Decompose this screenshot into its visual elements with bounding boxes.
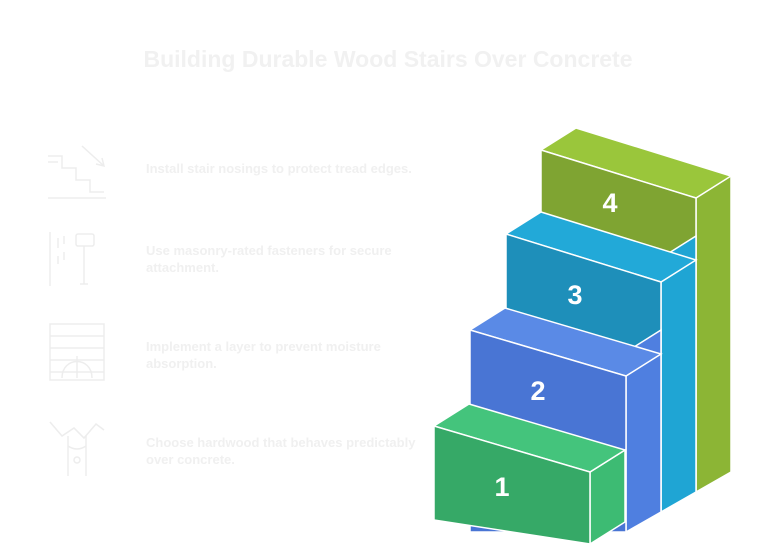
step-4-text: Install stair nosings to protect tread e… bbox=[146, 161, 412, 176]
step-2-number: 2 bbox=[530, 376, 545, 406]
list-item-step-1: Choose hardwood that behaves predictably… bbox=[44, 416, 444, 486]
list-item-step-4: Install stair nosings to protect tread e… bbox=[44, 142, 444, 212]
step-1-number: 1 bbox=[494, 472, 509, 502]
step-3-number: 3 bbox=[567, 280, 582, 310]
step-1-block: 1 bbox=[432, 403, 627, 546]
step-2-text: Implement a layer to prevent moisture ab… bbox=[146, 339, 381, 371]
step-1-text: Choose hardwood that behaves predictably… bbox=[146, 435, 416, 467]
page-title: Building Durable Wood Stairs Over Concre… bbox=[143, 46, 633, 72]
step-4-number: 4 bbox=[602, 188, 617, 218]
tree-icon bbox=[49, 421, 105, 476]
step-3-text: Use masonry-rated fasteners for secure a… bbox=[146, 243, 392, 275]
list-item-step-3: Use masonry-rated fasteners for secure a… bbox=[44, 228, 444, 298]
list-item-step-2: Implement a layer to prevent moisture ab… bbox=[44, 320, 444, 390]
stair-nosing-icon bbox=[48, 145, 106, 199]
moisture-barrier-icon bbox=[49, 323, 105, 381]
staircase-diagram: 4 3 2 1 bbox=[432, 127, 733, 546]
fastener-icon bbox=[49, 232, 95, 286]
